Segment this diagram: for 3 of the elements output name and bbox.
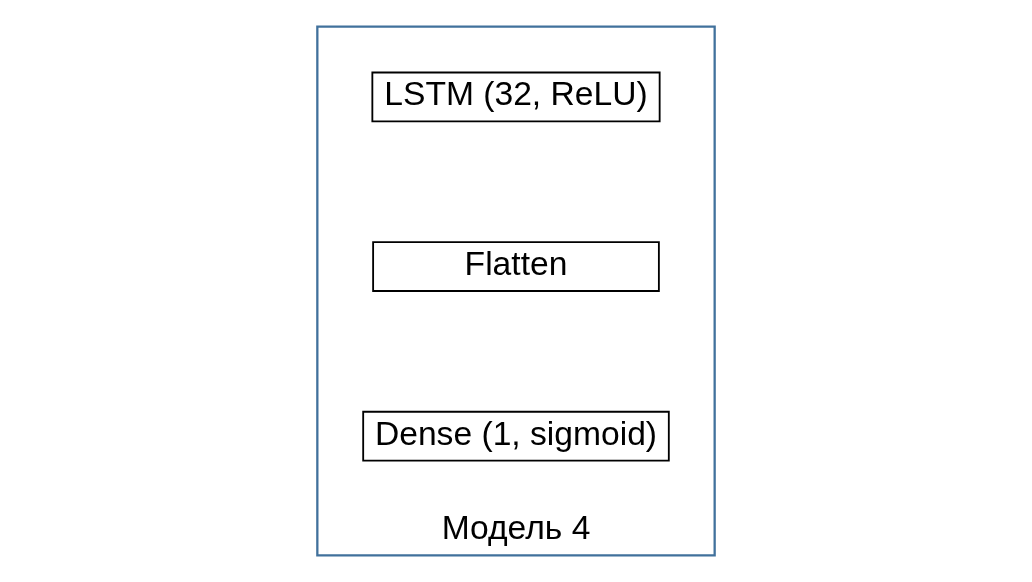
node-box: LSTM (32, ReLU): [371, 71, 661, 123]
node-box: Dense (1, sigmoid): [362, 410, 670, 462]
node-box: Flatten: [372, 241, 660, 292]
